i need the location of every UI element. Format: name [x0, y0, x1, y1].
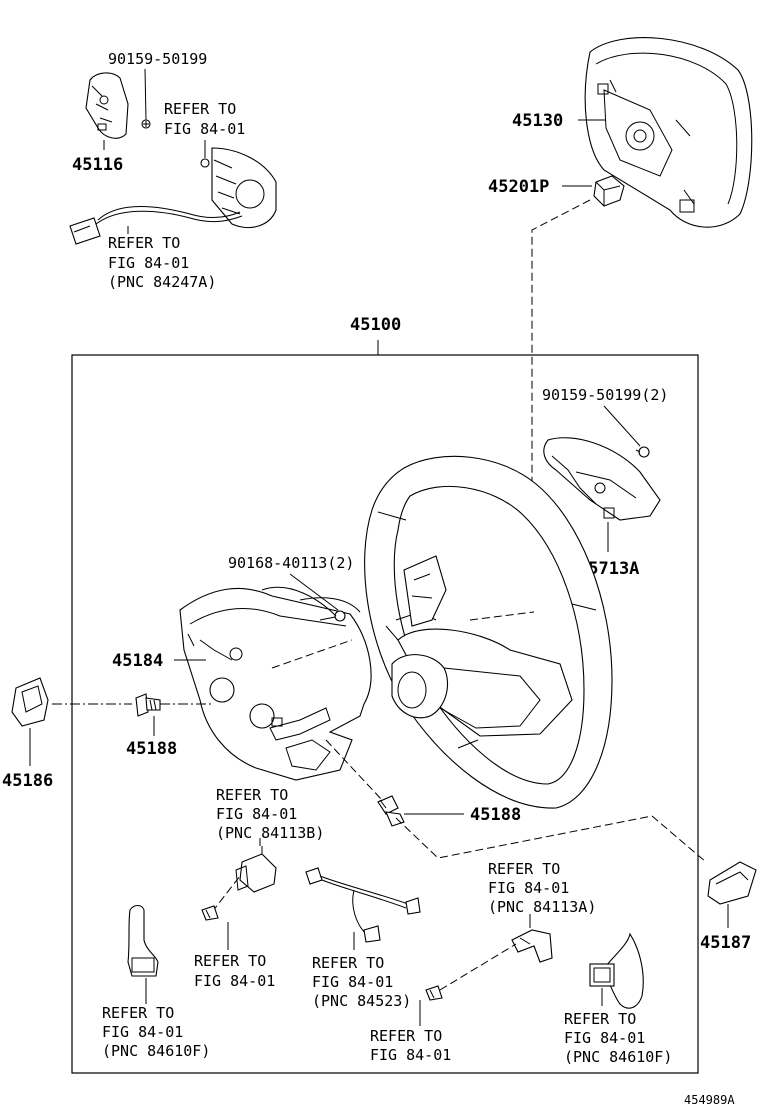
ref4-line2: FIG 84-01: [488, 879, 569, 897]
ref4-line3: (PNC 84113A): [488, 898, 596, 916]
switch-body: [200, 147, 277, 228]
label-90159-50199-2: 90159-50199(2): [542, 386, 668, 404]
ref8-line3: (PNC 84610F): [102, 1042, 210, 1060]
ref5-line2: FIG 84-01: [194, 972, 275, 990]
dashed-line-cover: [271, 639, 353, 669]
leader-90168-40113: [289, 573, 339, 611]
trim-45187: [707, 861, 757, 905]
ref6-line1: REFER TO: [312, 954, 384, 972]
label-90168-40113-2: 90168-40113(2): [228, 554, 354, 572]
cover-45713a: [543, 437, 661, 521]
label-45201p: 45201P: [488, 177, 549, 197]
screw-ref-5: [201, 905, 219, 921]
ref8-line2: FIG 84-01: [102, 1023, 183, 1041]
ref7-line2: FIG 84-01: [370, 1046, 451, 1064]
ref2-line1: REFER TO: [108, 234, 180, 252]
switch-cover-45116: [85, 72, 129, 139]
dashed-line-45188-b: [325, 739, 383, 801]
ref5-line1: REFER TO: [194, 952, 266, 970]
switch-connector-84113a: [511, 929, 553, 963]
assembly-label-45100: 45100: [350, 315, 401, 335]
dashed-line-45187: [395, 815, 707, 863]
ref4-line1: REFER TO: [488, 860, 560, 878]
nut-45201p: [593, 175, 625, 207]
ref2-line2: FIG 84-01: [108, 254, 189, 272]
dashed-line-84113b: [211, 875, 241, 913]
ref9-line2: FIG 84-01: [564, 1029, 645, 1047]
lower-cover-45184: [179, 587, 372, 781]
screw-45188-left: [135, 693, 161, 717]
ref6-line3: (PNC 84523): [312, 992, 411, 1010]
dashed-line-spoke: [469, 611, 535, 621]
label-90159-50199: 90159-50199: [108, 50, 207, 68]
ref1-line1: REFER TO: [164, 100, 236, 118]
screw-ref-7: [425, 985, 443, 1001]
ref3-line2: FIG 84-01: [216, 805, 297, 823]
steering-wheel: [364, 455, 613, 809]
label-45187: 45187: [700, 933, 751, 953]
ref8-line1: REFER TO: [102, 1004, 174, 1022]
screw-90168-40113-x2: [261, 586, 346, 622]
paddle-shifter-left: [127, 904, 159, 977]
ref2-line3: (PNC 84247A): [108, 273, 216, 291]
dashed-line-84113a: [439, 943, 517, 991]
ref9-line1: REFER TO: [564, 1010, 636, 1028]
label-45116: 45116: [72, 155, 123, 175]
airbag-pad-45130: [584, 37, 753, 228]
wire-harness-84523: [305, 867, 421, 943]
wire-harness-84247a: [69, 206, 243, 245]
label-45184: 45184: [112, 651, 163, 671]
label-45188-a: 45188: [126, 739, 177, 759]
screw-45188-lower: [377, 795, 405, 827]
ref1-line2: FIG 84-01: [164, 120, 245, 138]
screw-90159-50199-x2: [635, 446, 650, 458]
figure-code: 454989A: [684, 1093, 735, 1107]
leader-90159-50199: [144, 68, 147, 121]
ref3-line3: (PNC 84113B): [216, 824, 324, 842]
leader-90159-50199-2: [603, 405, 641, 447]
screw-90159-50199: [141, 119, 151, 129]
label-45130: 45130: [512, 111, 563, 131]
label-45186: 45186: [2, 771, 53, 791]
ref6-line2: FIG 84-01: [312, 973, 393, 991]
label-45188-b: 45188: [470, 805, 521, 825]
trim-45186: [11, 677, 49, 727]
switch-connector-84113b: [235, 846, 277, 893]
paddle-shifter-right: [589, 932, 644, 1009]
ref9-line3: (PNC 84610F): [564, 1048, 672, 1066]
ref7-line1: REFER TO: [370, 1027, 442, 1045]
ref3-line1: REFER TO: [216, 786, 288, 804]
assembly-frame: [71, 354, 699, 1074]
